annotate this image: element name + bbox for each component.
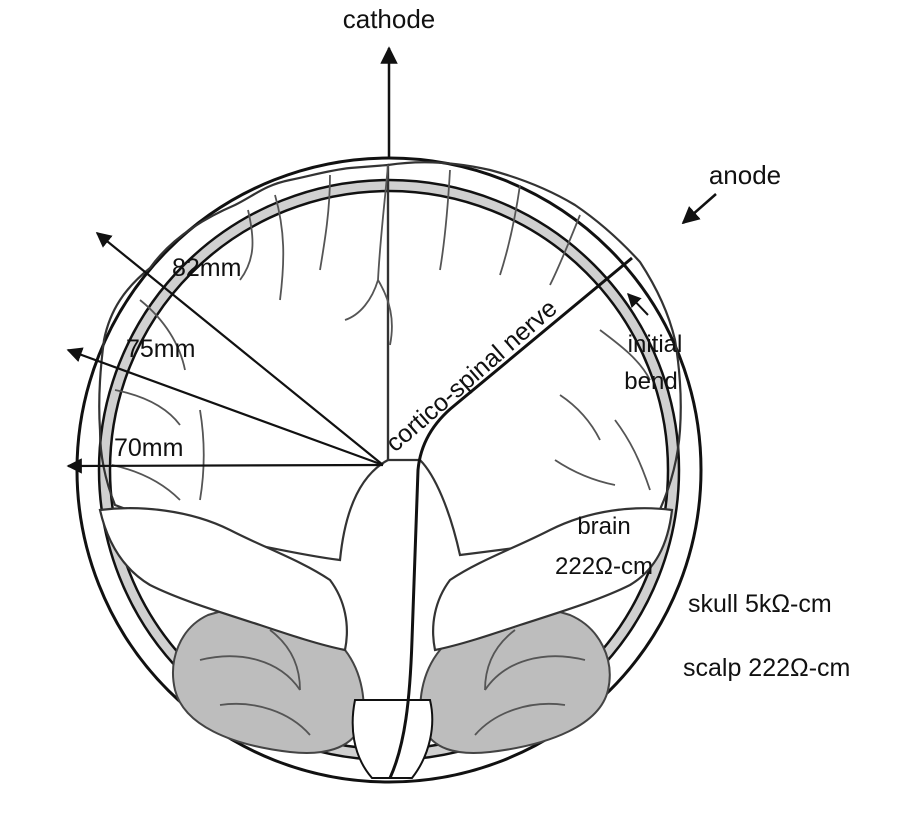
- brain-stem: [353, 700, 433, 778]
- radius-label-70mm: 70mm: [114, 434, 183, 462]
- brain-label-line2: 222Ω-cm: [555, 553, 653, 580]
- anode-label: anode: [709, 160, 781, 190]
- initial-bend-label-line2: bend: [624, 368, 677, 395]
- radius-label-75mm: 75mm: [126, 335, 195, 363]
- brain-label-line1: brain: [577, 513, 630, 540]
- initial-bend-label-line1: initial: [628, 331, 683, 358]
- scalp-label: scalp 222Ω-cm: [683, 654, 850, 682]
- radius-arrow-70mm: [68, 465, 383, 466]
- anode-arrow: [683, 194, 716, 223]
- cathode-label: cathode: [343, 4, 436, 34]
- skull-label: skull 5kΩ-cm: [688, 590, 832, 618]
- radius-label-82mm: 82mm: [172, 254, 241, 282]
